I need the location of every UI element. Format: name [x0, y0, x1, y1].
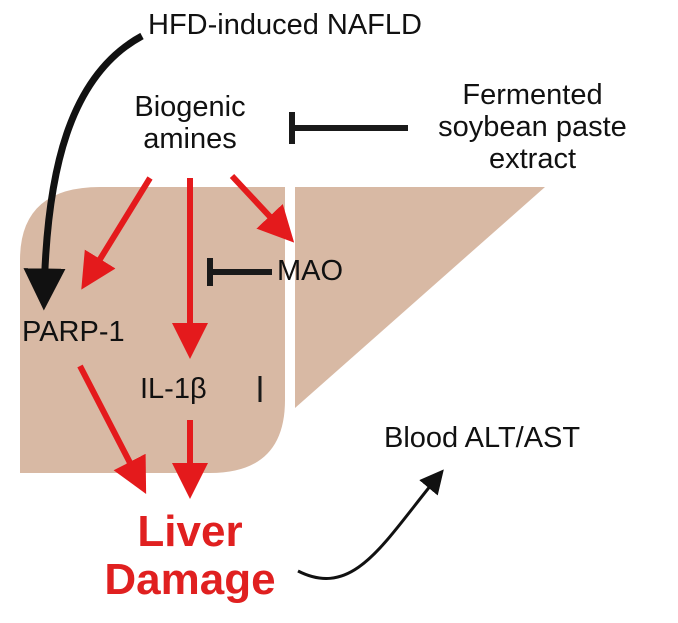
liver-right-lobe [295, 187, 545, 408]
parp-label: PARP-1 [22, 316, 125, 348]
parp-to-damage-arrow [77, 364, 147, 494]
biogenic-amines-label: Biogenic amines [110, 91, 270, 156]
amines-to-mao-arrow [229, 173, 295, 243]
blood-alt-ast-label: Blood ALT/AST [384, 422, 581, 454]
liver-damage-label: Liver Damage [70, 508, 310, 603]
hfd-to-parp-arrow [23, 32, 144, 311]
fermented-line-2: soybean paste [438, 110, 627, 143]
fermented-line-1: Fermented [462, 79, 603, 111]
damage-to-blood-arrow [297, 469, 444, 580]
il1b-label: IL-1β [140, 373, 207, 405]
biogenic-line-2: amines [143, 122, 237, 155]
fermented-line-3: extract [488, 142, 577, 175]
mao-label: MAO [277, 255, 344, 287]
liver-damage-line-1: Liver [137, 507, 243, 556]
amines-to-parp-arrow [81, 176, 153, 290]
fermented-extract-label: Fermented soybean paste extract [410, 79, 655, 176]
liver-damage-line-2: Damage [104, 554, 276, 604]
hfd-label: HFD-induced NAFLD [148, 9, 422, 41]
biogenic-line-1: Biogenic [134, 91, 246, 123]
